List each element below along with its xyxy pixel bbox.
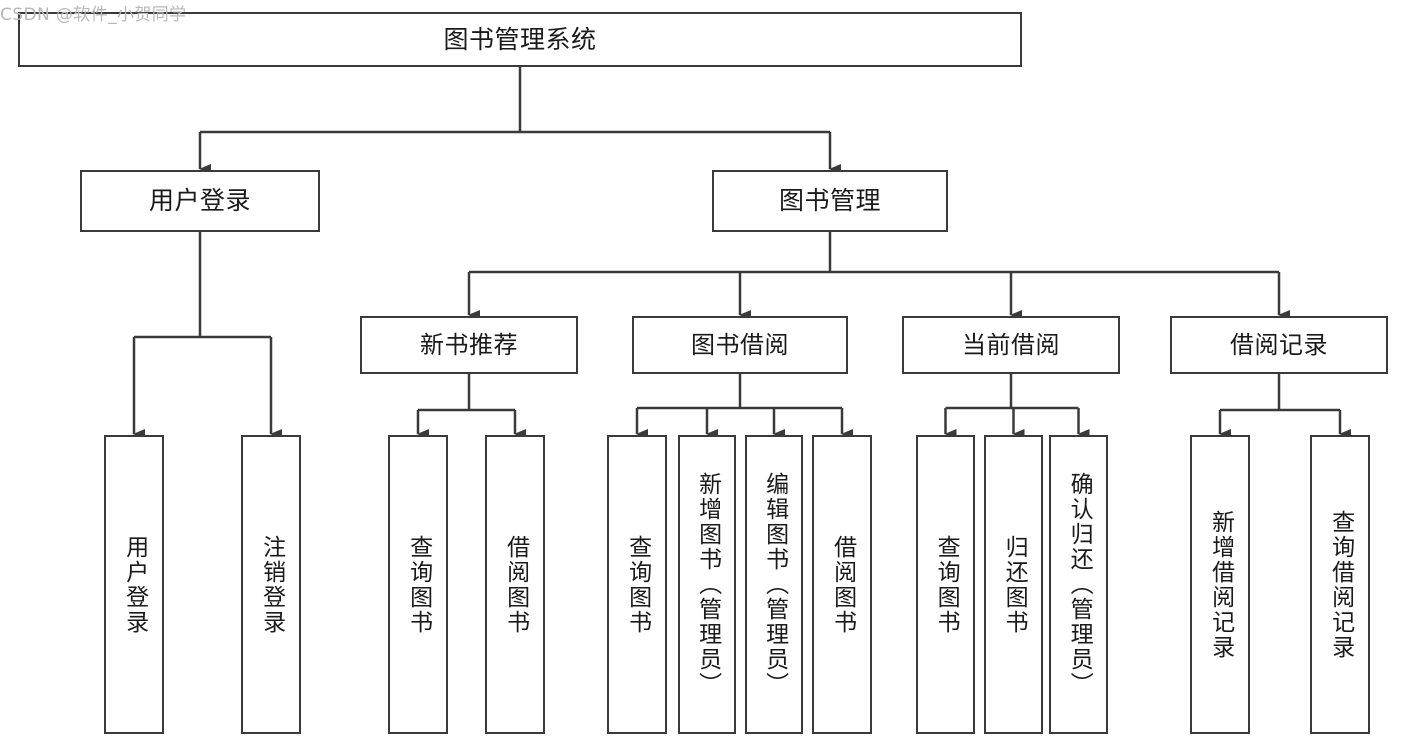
node-label: 图书管理 [778,186,881,216]
node-login[interactable]: 用户登录 [80,170,320,232]
node-leaf-cur-confirm[interactable]: 确认归还（管理员） [1049,435,1108,734]
node-label: 图书管理系统 [443,24,597,54]
node-label: 编辑图书（管理员） [761,472,788,697]
node-root[interactable]: 图书管理系统 [18,12,1022,67]
node-leaf-user-logout[interactable]: 注销登录 [241,435,301,734]
node-leaf-bor-query[interactable]: 查询图书 [607,435,667,734]
node-leaf-new-query[interactable]: 查询图书 [388,435,448,734]
node-newbook[interactable]: 新书推荐 [360,316,578,374]
node-records[interactable]: 借阅记录 [1170,316,1388,374]
node-label: 确认归还（管理员） [1066,472,1093,697]
node-label: 归还图书 [1001,534,1028,635]
node-label: 借阅图书 [829,534,856,635]
node-label: 查询借阅记录 [1327,509,1354,660]
node-label: 新书推荐 [420,330,518,359]
node-label: 用户登录 [121,534,148,635]
node-label: 当前借阅 [962,330,1060,359]
node-leaf-bor-edit[interactable]: 编辑图书（管理员） [745,435,803,734]
node-bookmgmt[interactable]: 图书管理 [712,170,948,232]
node-leaf-cur-return[interactable]: 归还图书 [984,435,1043,734]
node-borrow[interactable]: 图书借阅 [632,316,848,374]
node-label: 新增借阅记录 [1207,509,1234,660]
node-leaf-new-borrow[interactable]: 借阅图书 [485,435,545,734]
node-label: 图书借阅 [691,330,789,359]
node-leaf-bor-take[interactable]: 借阅图书 [812,435,872,734]
edge-group [132,67,1351,439]
node-label: 查询图书 [624,534,651,635]
node-leaf-rec-query[interactable]: 查询借阅记录 [1310,435,1370,734]
node-label: 借阅记录 [1230,330,1328,359]
node-leaf-cur-query[interactable]: 查询图书 [916,435,975,734]
node-label: 查询图书 [933,534,960,635]
node-leaf-bor-add[interactable]: 新增图书（管理员） [678,435,736,734]
node-label: 查询图书 [405,534,432,635]
node-label: 新增图书（管理员） [694,472,721,697]
node-label: 用户登录 [148,186,251,216]
node-label: 借阅图书 [502,534,529,635]
node-label: 注销登录 [258,534,285,635]
node-leaf-user-login[interactable]: 用户登录 [104,435,164,734]
node-leaf-rec-add[interactable]: 新增借阅记录 [1190,435,1250,734]
node-current[interactable]: 当前借阅 [902,316,1120,374]
